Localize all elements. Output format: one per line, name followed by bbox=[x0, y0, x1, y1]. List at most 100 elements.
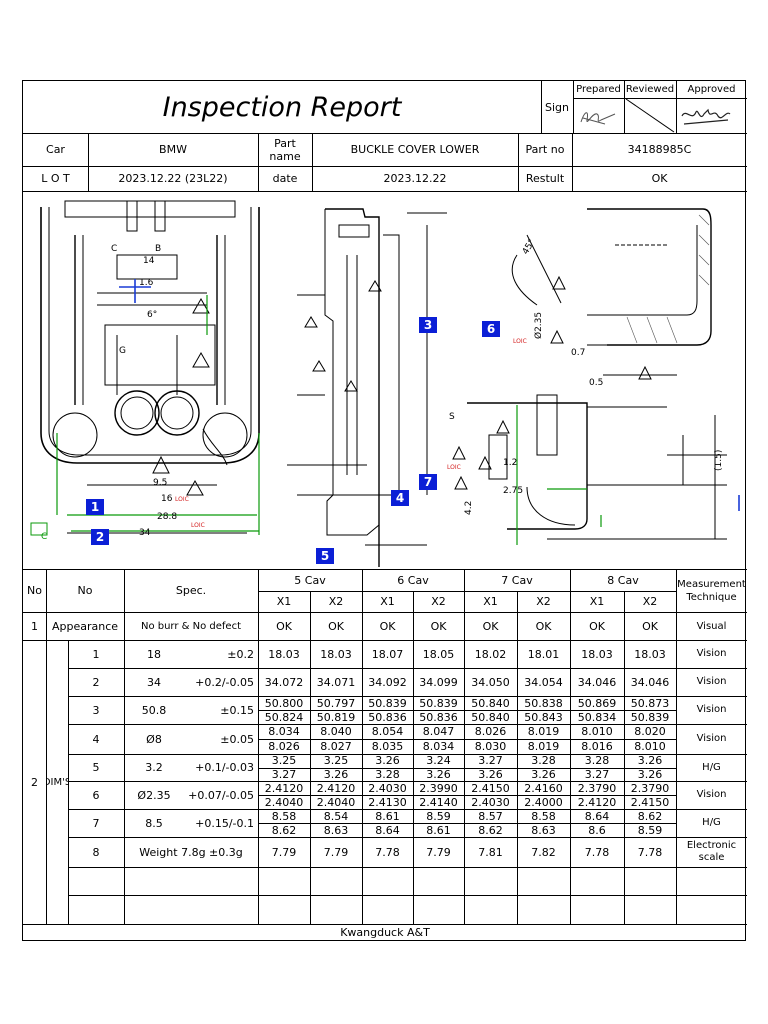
dim-tolerance: ±0.2 bbox=[227, 647, 254, 661]
appearance-value: OK bbox=[482, 619, 499, 633]
dim-value: 8.054 bbox=[371, 725, 404, 738]
appearance-label: Appearance bbox=[51, 619, 119, 633]
dim-value: 8.019 bbox=[527, 740, 560, 753]
dim-row-no: 8 bbox=[92, 845, 100, 859]
callout-1: 1 bbox=[86, 499, 104, 515]
dim-tolerance: +0.2/-0.05 bbox=[195, 675, 254, 689]
svg-text:C: C bbox=[111, 244, 117, 254]
dim-row-no: 2 bbox=[92, 675, 100, 689]
lot-label: L O T bbox=[41, 172, 70, 185]
car-label: Car bbox=[46, 143, 65, 156]
dim-technique: Vision bbox=[696, 676, 727, 687]
header-cav-2: 6 Cav bbox=[397, 573, 429, 587]
dim-value: 3.27 bbox=[271, 767, 297, 781]
svg-text:C: C bbox=[41, 532, 47, 542]
svg-text:B: B bbox=[155, 244, 161, 254]
dim-value: 3.28 bbox=[531, 754, 556, 768]
header-x2: X2 bbox=[328, 595, 344, 608]
callout-2: 2 bbox=[91, 529, 109, 545]
dim-value: 2.3990 bbox=[419, 781, 458, 795]
dim-value: 50.800 bbox=[264, 696, 304, 710]
dim-value: 8.020 bbox=[634, 725, 666, 738]
dim-value: 8.62 bbox=[478, 823, 503, 837]
dim-value: 50.839 bbox=[630, 710, 670, 724]
approved-label: Approved bbox=[687, 84, 736, 95]
dim-value: 18.05 bbox=[422, 647, 455, 661]
dim-value: 3.26 bbox=[637, 767, 663, 781]
part-name-label: Part name bbox=[269, 136, 301, 163]
part-name-value: BUCKLE COVER LOWER bbox=[350, 143, 480, 156]
dim-value: 3.28 bbox=[375, 767, 400, 781]
dim-row-no: 4 bbox=[92, 732, 100, 746]
dim-value: 8.58 bbox=[271, 809, 297, 823]
dim-value: 18.03 bbox=[581, 647, 613, 661]
dim-value: 34.046 bbox=[630, 675, 670, 689]
header-x2: X2 bbox=[431, 595, 446, 608]
dim-row-no: 3 bbox=[92, 703, 100, 717]
dim-value: 3.27 bbox=[584, 767, 610, 781]
dim-technique: H/G bbox=[702, 817, 721, 828]
car-value: BMW bbox=[159, 143, 187, 156]
dim-value: 8.016 bbox=[581, 740, 613, 753]
svg-text:9.5: 9.5 bbox=[153, 478, 167, 488]
dims-group-label: DIM'S bbox=[46, 776, 68, 788]
dim-value: 8.035 bbox=[371, 740, 404, 753]
dim-value: 8.64 bbox=[375, 823, 400, 837]
dim-value: 2.4120 bbox=[577, 795, 617, 809]
dim-tolerance: ±0.15 bbox=[220, 703, 254, 717]
appearance-value: OK bbox=[535, 619, 552, 633]
dim-value: 3.26 bbox=[375, 754, 400, 768]
dim-value: 2.4030 bbox=[368, 781, 407, 795]
svg-text:LOIC: LOIC bbox=[513, 338, 527, 345]
dim-value: 2.3790 bbox=[577, 781, 617, 795]
dim-value: 8.63 bbox=[323, 823, 349, 837]
dim-value: 2.4130 bbox=[368, 795, 407, 809]
dim-value: 34.046 bbox=[577, 675, 617, 689]
dim-value: 2.4000 bbox=[524, 795, 563, 809]
dim-nominal: 50.8 bbox=[141, 703, 167, 717]
header-cav-4: 8 Cav bbox=[607, 573, 639, 587]
dim-value: 50.839 bbox=[368, 696, 407, 710]
dim-value: 8.63 bbox=[531, 823, 556, 837]
svg-text:0.5: 0.5 bbox=[589, 378, 603, 388]
dim-value: 2.4030 bbox=[471, 795, 510, 809]
header-x1: X1 bbox=[589, 595, 605, 608]
result-value: OK bbox=[651, 172, 668, 185]
dim-value: 18.01 bbox=[527, 647, 560, 661]
part-no-label: Part no bbox=[525, 143, 565, 156]
svg-text:Ø2.35: Ø2.35 bbox=[533, 312, 544, 339]
dim-row-no: 7 bbox=[92, 816, 100, 830]
dim-value: 2.4120 bbox=[316, 781, 356, 795]
header-cav-3: 7 Cav bbox=[501, 573, 533, 587]
dim-tolerance: +0.07/-0.05 bbox=[188, 788, 254, 802]
dim-row-no: 1 bbox=[92, 647, 100, 661]
dim-value: 7.78 bbox=[637, 845, 663, 859]
dim-value: 8.027 bbox=[320, 740, 352, 753]
dim-value: 18.03 bbox=[320, 647, 352, 661]
part-no-value: 34188985C bbox=[627, 143, 692, 156]
lot-value: 2023.12.22 (23L22) bbox=[118, 172, 228, 185]
dim-value: 50.824 bbox=[264, 710, 304, 724]
callout-6: 6 bbox=[482, 321, 500, 337]
header-x1: X1 bbox=[483, 595, 498, 608]
svg-text:28.8: 28.8 bbox=[157, 512, 177, 522]
technical-drawing: CB 1.614 G6° 9.516 28.834 C 0.50.7 Ø2.35… bbox=[30, 200, 740, 567]
dim-value: 8.026 bbox=[268, 740, 300, 753]
dim-value: 8.59 bbox=[637, 823, 663, 837]
svg-text:S: S bbox=[449, 412, 455, 422]
dim-value: 3.24 bbox=[426, 754, 451, 768]
reviewed-label: Reviewed bbox=[625, 84, 675, 95]
dim-value: 8.61 bbox=[426, 823, 451, 837]
dim-value: 34.099 bbox=[419, 675, 458, 689]
dim-value: 3.26 bbox=[637, 754, 663, 768]
dim-value: 50.840 bbox=[471, 710, 510, 724]
dim-value: 2.4150 bbox=[630, 795, 670, 809]
dim-value: 18.07 bbox=[371, 647, 404, 661]
dim-value: 2.4160 bbox=[524, 781, 563, 795]
header-no: No bbox=[27, 584, 42, 597]
dim-value: 8.019 bbox=[527, 725, 560, 738]
inspection-report-sheet: Inspection Report Sign Prepared Reviewed… bbox=[22, 80, 747, 941]
dim-value: 50.797 bbox=[316, 696, 356, 710]
dim-value: 18.02 bbox=[474, 647, 507, 661]
dim-value: 7.78 bbox=[584, 845, 610, 859]
